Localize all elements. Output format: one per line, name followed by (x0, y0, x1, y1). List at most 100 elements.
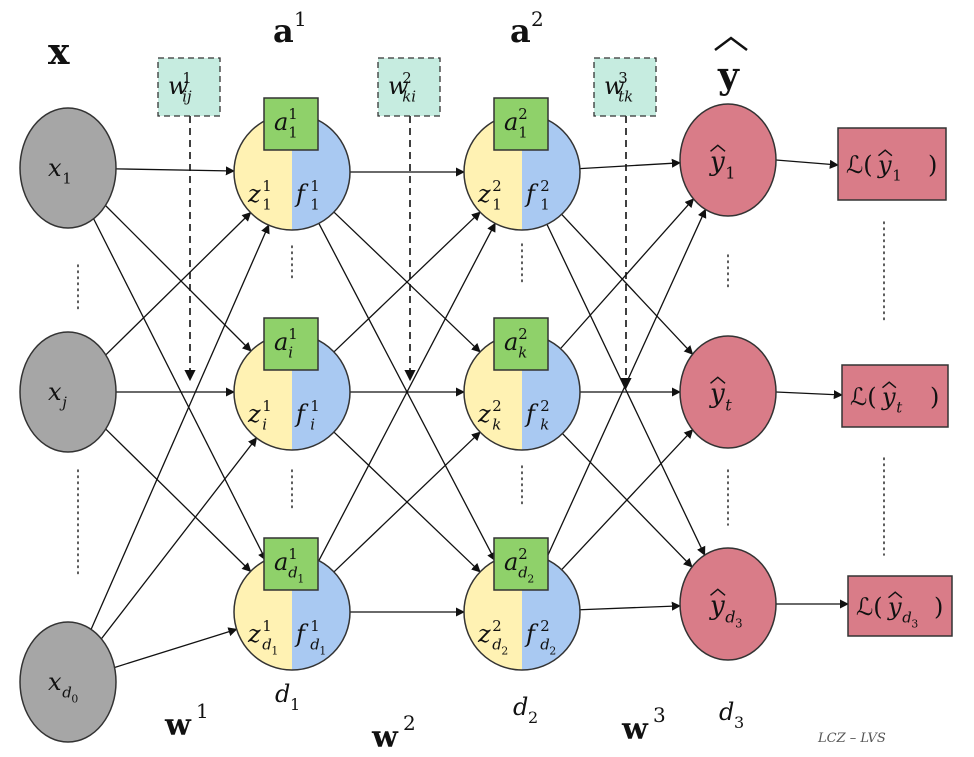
w3-edge-1-0 (560, 198, 695, 350)
hidden2-node-0-activation-box (493, 97, 549, 151)
hidden1-node-2-z-sub: d (262, 636, 272, 654)
hidden2-node-2-activation-sub: d (518, 564, 528, 582)
hidden1-node-0-z-sup: 1 (262, 177, 271, 195)
hidden2-node-0-activation-sup: 2 (518, 105, 527, 123)
hidden2-node-1-z-sub: k (492, 416, 501, 434)
output-node-circle (679, 547, 777, 661)
loss-box-1-fn: ℒ( (850, 383, 877, 411)
w2-edge-2-0 (318, 222, 496, 561)
weight-label-2-text-sup: 3 (618, 69, 627, 87)
input-node-1-label-base: x (48, 378, 62, 406)
svg-text:d: d (513, 693, 528, 721)
hidden1-node-2-f-subsub: 1 (319, 644, 326, 657)
hidden2-node-2-z-base: z (477, 620, 491, 648)
output-node-2-label-subsub: 3 (735, 617, 742, 631)
hidden2-node-2-activation-subsub: 2 (527, 572, 534, 585)
hidden2-node-2-f-subsub: 2 (549, 644, 556, 657)
hidden1-node-2-z-subsub: 1 (271, 644, 278, 657)
w1-edge-1-0 (105, 212, 252, 356)
w2-edge-1-0 (333, 211, 481, 353)
svg-text:w: w (621, 712, 649, 747)
output-node-0-label-hat (710, 144, 726, 152)
hidden2-node-0-z-sub: 1 (492, 196, 501, 214)
hidden2-layer-title: a 2 (510, 7, 544, 50)
hidden1-node-2-activation-sup: 1 (288, 545, 297, 563)
loss-box-2-arg-sub: d (902, 609, 912, 627)
output-node-2-label-sub: d (725, 607, 735, 626)
svg-text:3: 3 (653, 703, 666, 727)
loss-box-0-arg-hat (878, 149, 893, 157)
svg-text:w: w (164, 708, 192, 743)
output-node-2-label-hat (710, 588, 726, 596)
loss-box-2-rect (847, 575, 953, 637)
svg-text:2: 2 (531, 7, 544, 31)
input-node-2-label-subsub: 0 (71, 692, 78, 705)
hidden1-node-2-f-sub: d (310, 636, 320, 654)
loss-box-2-close: ) (934, 593, 943, 621)
loss-box-2-arg-base: y (887, 593, 902, 621)
hidden2-node-0-activation-base: a (504, 108, 518, 136)
loss-box-2-arg-subsub: 3 (911, 617, 918, 630)
input-node-circle (19, 107, 117, 229)
hidden2-node-2-z-subsub: 2 (501, 644, 508, 657)
hidden1-node-1-activation-box (263, 317, 319, 371)
weight-matrix-3-label: w 3 (621, 703, 666, 747)
loss-box-2-arg-hat (888, 591, 903, 599)
hidden2-node-0-z-base: z (477, 180, 491, 208)
w2-edge-2-1 (333, 431, 481, 573)
w3-edge-0-1 (561, 213, 694, 355)
input-node-2-label-sub: d (62, 684, 72, 702)
svg-text:w: w (371, 720, 399, 755)
w3-edge-0-0 (579, 158, 681, 170)
output-node-0-label-base: y (709, 147, 725, 177)
hidden1-node-1-activation-base: a (274, 328, 288, 356)
output-node-circle (679, 335, 777, 449)
svg-text:d: d (719, 698, 734, 726)
hidden1-node-0-activation-base: a (274, 108, 288, 136)
hidden1-node-2-activation-sub: d (288, 564, 298, 582)
loss-edge-0 (775, 159, 839, 169)
svg-text:a: a (273, 12, 294, 50)
svg-text:y: y (717, 55, 740, 97)
loss-box-0-fn: ℒ( (846, 151, 873, 179)
hidden1-node-2-z-sup: 1 (262, 617, 271, 635)
hidden1-node-1-z-base: z (247, 400, 261, 428)
output-node-1-label-hat (710, 376, 726, 384)
hidden1-node-2-activation-base: a (274, 548, 288, 576)
svg-text:2: 2 (528, 708, 538, 727)
svg-text:3: 3 (734, 713, 744, 732)
hidden1-node-0-f-sub: 1 (310, 196, 319, 214)
svg-text:1: 1 (290, 695, 300, 714)
hidden1-dim-label: d 1 (275, 680, 300, 714)
weight-label-2-text-sub: tk (618, 88, 633, 106)
w1-edge-2-2 (114, 627, 238, 669)
weight-label-0-text-base: w (168, 72, 189, 100)
loss-box-0-rect (837, 127, 947, 201)
